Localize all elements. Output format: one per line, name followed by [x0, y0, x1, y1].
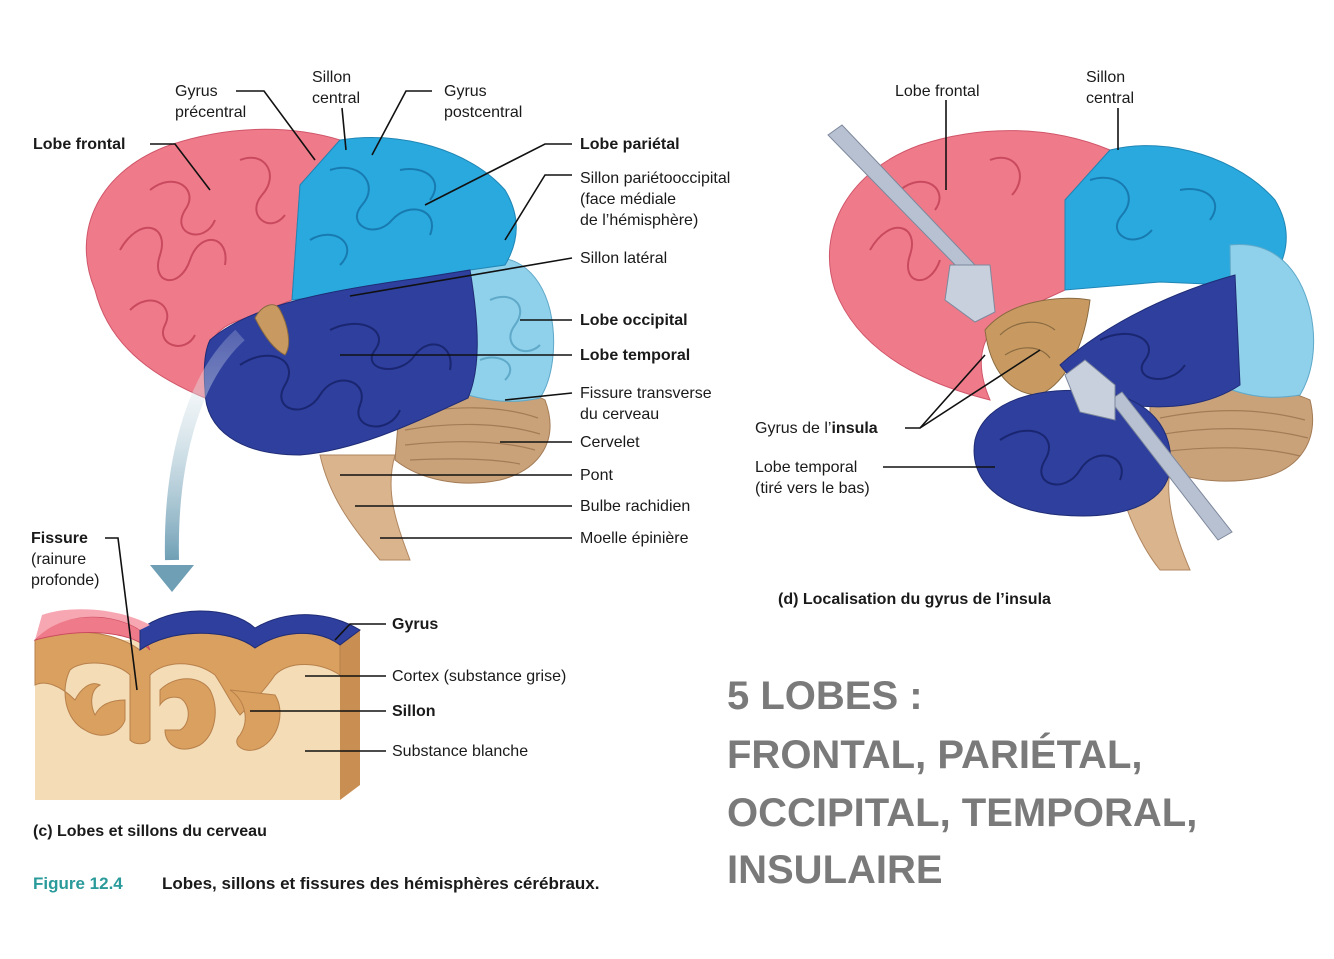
headline: 5 LOBES : FRONTAL, PARIÉTAL, OCCIPITAL, … — [727, 674, 1197, 892]
label-sillon-parieto-1: Sillon pariétooccipital — [580, 170, 730, 187]
label-sillon-central-2: central — [312, 90, 360, 107]
label-gyrus-postcentral-1: Gyrus — [444, 83, 487, 100]
zoom-arrow — [150, 329, 245, 592]
headline-line-1: 5 LOBES : — [727, 674, 923, 718]
label-sillon-parieto-3: de l’hémisphère) — [580, 212, 698, 229]
label-fissure-sub-2: profonde) — [31, 572, 100, 589]
leader-lines-c — [150, 90, 573, 539]
labels-panel-c: Gyrus précentral Sillon central Gyrus po… — [33, 69, 730, 547]
figure-caption: Figure 12.4 Lobes, sillons et fissures d… — [33, 874, 599, 893]
insula-fragment — [254, 304, 290, 356]
label-gyrus-postcentral-2: postcentral — [444, 104, 522, 121]
brainstem — [319, 454, 411, 561]
labels-panel-d: Lobe frontal Sillon central Gyrus de l’i… — [755, 69, 1134, 497]
caption-panel-d: (d) Localisation du gyrus de l’insula — [778, 591, 1051, 608]
leader-lines-section — [105, 537, 386, 752]
figure-title: Lobes, sillons et fissures des hémisphèr… — [162, 874, 599, 893]
headline-line-3: OCCIPITAL, TEMPORAL, — [727, 791, 1197, 835]
d-label-gyrus-insula: Gyrus de l’insula — [755, 420, 878, 437]
d-label-sillon-central-1: Sillon — [1086, 69, 1125, 86]
label-sillon-parieto-2: (face médiale — [580, 191, 676, 208]
label-gyrus: Gyrus — [392, 616, 438, 633]
label-fissure-transverse-2: du cerveau — [580, 406, 659, 423]
figure-number: Figure 12.4 — [33, 874, 123, 893]
d-label-gyrus-insula-bold: insula — [831, 420, 877, 437]
label-lobe-frontal: Lobe frontal — [33, 136, 125, 153]
label-gyrus-precentral-1: Gyrus — [175, 83, 218, 100]
label-fissure: Fissure — [31, 530, 88, 547]
label-substance-blanche: Substance blanche — [392, 743, 528, 760]
labels-section: Fissure (rainure profonde) Gyrus Cortex … — [31, 530, 566, 760]
label-bulbe: Bulbe rachidien — [580, 498, 690, 515]
cortex-cross-section — [33, 609, 361, 800]
label-lobe-occipital: Lobe occipital — [580, 312, 688, 329]
label-sillon-lateral: Sillon latéral — [580, 250, 667, 267]
label-fissure-transverse-1: Fissure transverse — [580, 385, 712, 402]
label-moelle: Moelle épinière — [580, 530, 689, 547]
d-label-lobe-temporal-1: Lobe temporal — [755, 459, 857, 476]
d-label-lobe-frontal: Lobe frontal — [895, 83, 980, 100]
label-gyrus-precentral-2: précentral — [175, 104, 246, 121]
headline-line-2: FRONTAL, PARIÉTAL, — [727, 732, 1143, 777]
d-label-sillon-central-2: central — [1086, 90, 1134, 107]
label-lobe-parietal: Lobe pariétal — [580, 136, 680, 153]
leader-lines-d — [883, 100, 1119, 468]
insula-brain-illustration — [827, 124, 1315, 571]
headline-line-4: INSULAIRE — [727, 848, 943, 892]
label-cervelet: Cervelet — [580, 434, 640, 451]
d-label-gyrus-insula-prefix: Gyrus de l’ — [755, 420, 831, 437]
label-cortex: Cortex (substance grise) — [392, 668, 566, 685]
label-lobe-temporal: Lobe temporal — [580, 347, 690, 364]
label-sillon-central-1: Sillon — [312, 69, 351, 86]
caption-panel-c: (c) Lobes et sillons du cerveau — [33, 823, 267, 840]
label-pont: Pont — [580, 467, 613, 484]
d-label-lobe-temporal-2: (tiré vers le bas) — [755, 480, 870, 497]
lateral-brain-illustration — [85, 128, 555, 561]
label-sillon: Sillon — [392, 703, 436, 720]
label-fissure-sub-1: (rainure — [31, 551, 86, 568]
occipital-lobe — [467, 257, 555, 402]
